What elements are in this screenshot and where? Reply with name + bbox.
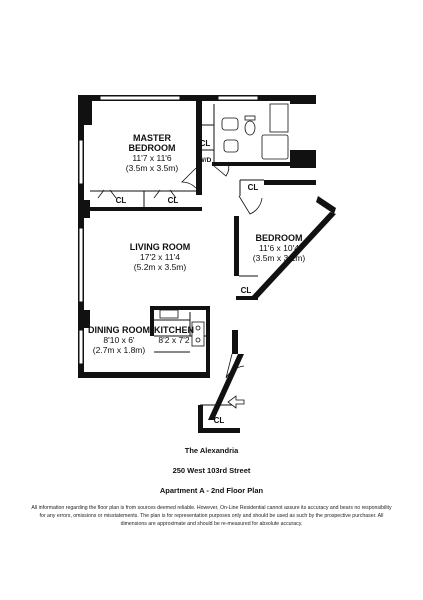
closet-bath-label: CL xyxy=(248,183,259,192)
wall-kitchen-left xyxy=(150,306,154,336)
door-entry xyxy=(225,353,245,379)
wall-kitchen-top xyxy=(150,306,210,310)
window-bath xyxy=(217,95,259,101)
wall-entry-left xyxy=(198,405,203,433)
wall-entry-diag xyxy=(208,354,244,420)
closet-master-label: CL xyxy=(200,139,211,148)
wall-bedroom-top xyxy=(264,180,316,185)
living-room-name: LIVING ROOM xyxy=(130,242,191,252)
wall-master-bottom xyxy=(84,207,202,211)
door-master xyxy=(181,167,197,189)
wall-entry-bottom xyxy=(200,428,240,433)
window-living xyxy=(78,227,84,303)
wic-label: W/D xyxy=(199,157,212,164)
living-room-metric: (5.2m x 3.5m) xyxy=(134,262,187,272)
master-bedroom-name-2: BEDROOM xyxy=(129,143,176,153)
building-address: 250 West 103rd Street xyxy=(172,466,251,475)
wall-bedroom-right xyxy=(316,196,336,214)
burner-icon xyxy=(195,325,201,331)
closet-bedroom-label: CL xyxy=(241,286,252,295)
master-bedroom-dims: 11'7 x 11'6 xyxy=(132,153,172,163)
door-closet-1 xyxy=(97,189,117,199)
closet-hall-right-label: CL xyxy=(168,196,179,205)
kitchen-dims: 8'2 x 7'2 xyxy=(158,335,189,345)
building-name: The Alexandria xyxy=(184,446,239,455)
wall-bath-right xyxy=(290,95,316,104)
bath-fixtures xyxy=(221,103,289,160)
wall-bath-column xyxy=(290,150,316,168)
kitchen-fixtures xyxy=(159,309,205,347)
windows xyxy=(78,95,259,365)
wall-bath-bottom xyxy=(212,162,290,166)
window-dining xyxy=(78,329,84,365)
door-bath xyxy=(213,161,230,177)
doors xyxy=(97,161,263,379)
wall-bedroom-left xyxy=(234,216,239,276)
burner-2-icon xyxy=(195,337,201,343)
dining-room-name: DINING ROOM xyxy=(88,325,150,335)
kitchen-name: KITCHEN xyxy=(154,325,194,335)
entry-arrow-icon xyxy=(227,395,245,409)
door-bedroom xyxy=(238,195,263,215)
sink-icon xyxy=(221,117,239,131)
wall-hall-left xyxy=(232,330,238,354)
stove-icon xyxy=(191,321,205,347)
living-room-dims: 17'2 x 11'4 xyxy=(140,252,180,262)
window-master-top xyxy=(99,95,181,101)
door-closet-2 xyxy=(153,189,177,199)
dining-room-metric: (2.7m x 1.8m) xyxy=(93,345,146,355)
wall-kitchen-right xyxy=(206,310,210,378)
closet-entry-label: CL xyxy=(214,416,225,425)
floor-plan: MASTER BEDROOM 11'7 x 11'6 (3.5m x 3.5m)… xyxy=(78,95,336,433)
disclaimer: All information regarding the floor plan… xyxy=(31,505,392,527)
shower-icon xyxy=(269,103,289,133)
wall-master-right xyxy=(196,95,202,195)
kitchen-sink-icon xyxy=(159,309,179,319)
bathtub-icon xyxy=(261,134,289,160)
interior-lines xyxy=(90,104,264,406)
master-bedroom-name-1: MASTER xyxy=(133,133,172,143)
dining-room-dims: 8'10 x 6' xyxy=(103,335,135,345)
bedroom-name: BEDROOM xyxy=(256,233,303,243)
toilet-tank-icon xyxy=(244,115,256,121)
wall-left-column xyxy=(78,95,92,125)
wall-dining-bottom xyxy=(78,372,210,378)
toilet-icon xyxy=(244,120,256,136)
bedroom-dims: 11'6 x 10'4 xyxy=(259,243,299,253)
closet-hall-left-label: CL xyxy=(116,196,127,205)
window-master xyxy=(78,139,84,185)
bedroom-metric: (3.5m x 3.1m) xyxy=(253,253,306,263)
wall-hall-bottom xyxy=(236,296,258,300)
wall-bedroom-diag xyxy=(252,212,336,298)
unit-title: Apartment A - 2nd Floor Plan xyxy=(159,486,264,495)
master-bedroom-metric: (3.5m x 3.5m) xyxy=(126,163,179,173)
sink-2-icon xyxy=(223,139,239,153)
wall-left-column-3 xyxy=(78,310,90,328)
